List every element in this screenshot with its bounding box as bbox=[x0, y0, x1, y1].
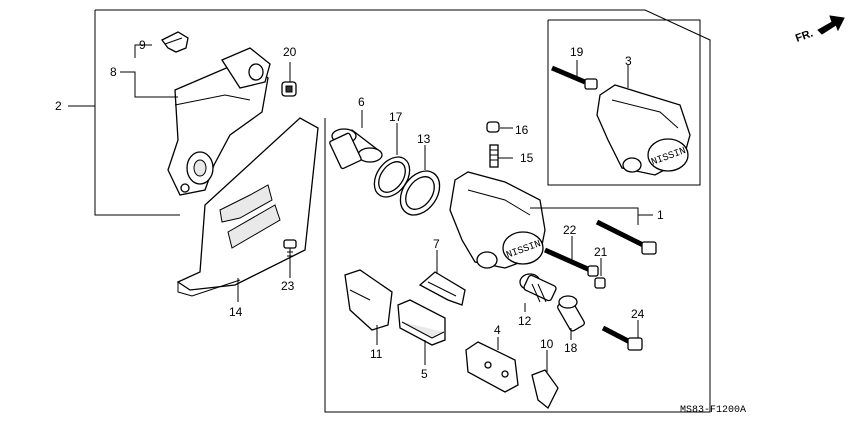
direction-label: FR. bbox=[794, 27, 815, 44]
pin-nut bbox=[594, 277, 606, 289]
brake-pad-inner bbox=[397, 299, 446, 346]
callout-6: 6 bbox=[358, 95, 365, 109]
callout-7: 7 bbox=[433, 237, 440, 251]
callout-11: 11 bbox=[370, 347, 383, 361]
callout-4: 4 bbox=[494, 323, 501, 337]
pin-sleeve bbox=[519, 273, 557, 303]
caliper-body-inset: NISSIN bbox=[596, 84, 691, 176]
piston bbox=[329, 128, 383, 170]
callout-10: 10 bbox=[540, 337, 554, 351]
callout-9: 9 bbox=[139, 38, 146, 52]
brake-pad-outer bbox=[465, 341, 519, 393]
pad-pin bbox=[543, 247, 599, 277]
pad-clip bbox=[161, 31, 189, 53]
caliper-bracket bbox=[167, 47, 271, 196]
callout-5: 5 bbox=[421, 367, 428, 381]
piston-seals bbox=[373, 156, 441, 216]
diagram-code: MS83-F1200A bbox=[680, 405, 746, 416]
diagram-frames bbox=[94, 9, 711, 413]
callout-23: 23 bbox=[281, 279, 295, 293]
front-arrow-icon bbox=[817, 15, 845, 35]
pad-shim bbox=[344, 269, 393, 331]
callout-3: 3 bbox=[625, 54, 632, 68]
callout-1: 1 bbox=[657, 208, 664, 222]
guard-screw bbox=[283, 239, 297, 262]
callout-12: 12 bbox=[518, 314, 532, 328]
callout-21: 21 bbox=[594, 245, 608, 259]
callout-15: 15 bbox=[520, 151, 534, 165]
front-direction-indicator: FR. bbox=[794, 15, 845, 45]
callout-17: 17 bbox=[389, 110, 403, 124]
callout-19: 19 bbox=[570, 45, 584, 59]
bleeder-cap bbox=[281, 81, 297, 97]
pad-spring bbox=[418, 271, 466, 306]
callout-labels: 2 8 9 20 14 23 6 17 13 16 15 19 3 1 22 2… bbox=[55, 38, 664, 381]
callout-16: 16 bbox=[515, 123, 529, 137]
callout-24: 24 bbox=[631, 307, 645, 321]
callout-20: 20 bbox=[283, 45, 297, 59]
callout-22: 22 bbox=[563, 223, 577, 237]
callout-13: 13 bbox=[417, 132, 431, 146]
slide-pin-inset bbox=[551, 65, 598, 90]
flange-bolt bbox=[601, 325, 643, 351]
callout-14: 14 bbox=[229, 305, 243, 319]
callout-8: 8 bbox=[110, 65, 117, 79]
caliper-pin-bolt bbox=[595, 219, 657, 255]
leader-lines bbox=[68, 44, 653, 372]
pad-retainer-clip bbox=[531, 369, 559, 410]
caliper-guard bbox=[176, 117, 319, 297]
callout-2: 2 bbox=[55, 99, 62, 113]
callout-18: 18 bbox=[564, 341, 578, 355]
dust-boot bbox=[557, 295, 585, 332]
caliper-body-main: NISSIN bbox=[449, 171, 546, 269]
bleeder-valve bbox=[486, 121, 500, 168]
